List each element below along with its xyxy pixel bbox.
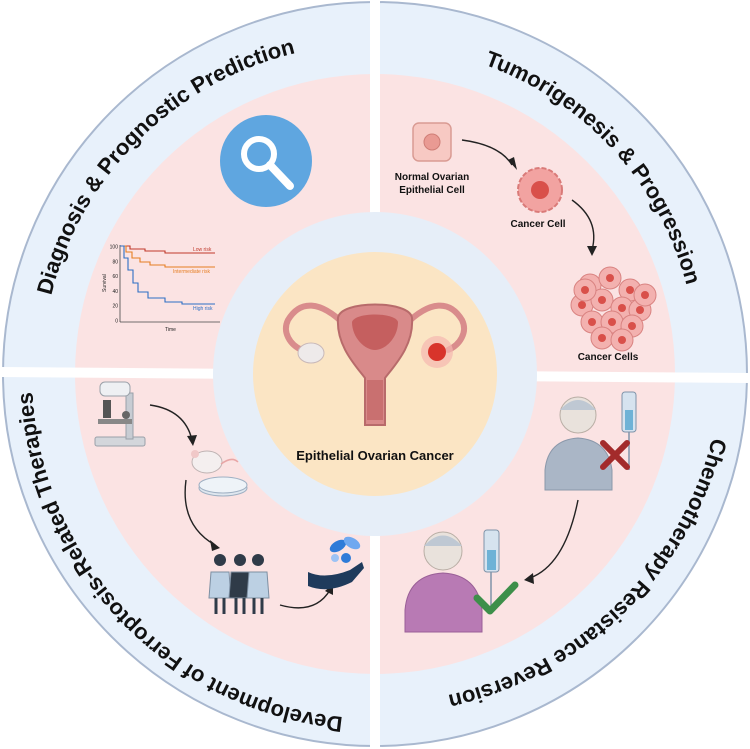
cancer-cell-nucleus: [606, 274, 614, 282]
survival-curve-intermediate: [120, 245, 215, 268]
petri-dish-icon: [198, 476, 248, 497]
arrowhead-6: [524, 573, 534, 584]
arrowhead-1: [508, 157, 517, 170]
arrowhead-4: [210, 540, 220, 551]
normal-cell-icon: [412, 122, 452, 162]
survival-y-tick: 100: [110, 245, 119, 251]
x-mark-icon: [600, 440, 630, 470]
arrowhead-2: [587, 246, 597, 256]
mouse-icon: [191, 450, 239, 474]
cancer-cell-nucleus: [588, 318, 596, 326]
cancer-cell-nucleus: [598, 334, 606, 342]
cancer-cell-nucleus: [578, 301, 586, 309]
patient-legs: [252, 598, 264, 614]
survival-y-tick: 80: [112, 259, 118, 265]
search-icon: [220, 115, 312, 207]
cancer-cells-label: Cancer Cells: [578, 352, 639, 363]
cancer-cell-nucleus: [581, 286, 589, 294]
drugs-in-hand-icon: [308, 536, 364, 590]
cancer-cell-nucleus: [626, 286, 634, 294]
survival-y-tick: 20: [112, 304, 118, 310]
uterus-icon: [282, 302, 468, 426]
normal-cell-label-2: Epithelial Cell: [399, 185, 465, 196]
legend-intermediate-risk: Intermediate risk: [173, 269, 210, 275]
survival-ylabel: Survival: [102, 274, 108, 292]
cancer-cell-nucleus: [618, 336, 626, 344]
patient-head: [234, 554, 246, 566]
survival-curve-high: [120, 245, 215, 305]
arrowhead-3: [187, 435, 197, 446]
patient-head: [252, 554, 264, 566]
survival-y-tick: 0: [115, 319, 118, 325]
survival-curve-low: [120, 245, 215, 254]
survival-y-tick: 40: [112, 289, 118, 295]
cancer-cell-nucleus: [608, 318, 616, 326]
survival-y-ticks: 100 80 60 40 20 0: [110, 245, 119, 325]
patient-legs: [214, 598, 226, 614]
arrow-resistant-to-sensitive: [529, 499, 579, 579]
patient-head: [214, 554, 226, 566]
microscope-icon: [94, 381, 146, 447]
legend-high-risk: High risk: [193, 306, 213, 312]
patient-gown: [208, 571, 232, 599]
cancer-cell-nucleus: [636, 306, 644, 314]
center-label: Epithelial Ovarian Cancer: [296, 448, 454, 463]
arrow-microscope-to-mouse: [149, 404, 193, 441]
resistant-patient-icon: [544, 391, 637, 491]
normal-cell-label-1: Normal Ovarian: [395, 172, 469, 183]
cancer-cell-icon: [517, 167, 563, 213]
survival-plot: 100 80 60 40 20 0 Survival Time Low risk Inte…: [102, 245, 220, 333]
check-mark-icon: [473, 581, 519, 615]
cancer-cell-nucleus: [598, 296, 606, 304]
cancer-cell-nucleus: [618, 304, 626, 312]
patient-gown: [246, 571, 270, 599]
patients-icon: [208, 554, 270, 614]
arrow-cancer-to-cells: [571, 199, 595, 251]
patient-legs: [234, 598, 246, 614]
survival-y-tick: 60: [112, 274, 118, 280]
arrow-mouse-to-patients: [184, 479, 216, 546]
cancer-cells-cluster-icon: [570, 266, 657, 352]
cancer-cell-nucleus: [628, 322, 636, 330]
cancer-cell-label: Cancer Cell: [510, 219, 565, 230]
arrow-patients-to-drugs: [279, 589, 331, 609]
survival-xlabel: Time: [165, 327, 176, 333]
legend-low-risk: Low risk: [193, 247, 212, 253]
sensitive-patient-icon: [404, 529, 500, 633]
cancer-cell-nucleus: [641, 291, 649, 299]
